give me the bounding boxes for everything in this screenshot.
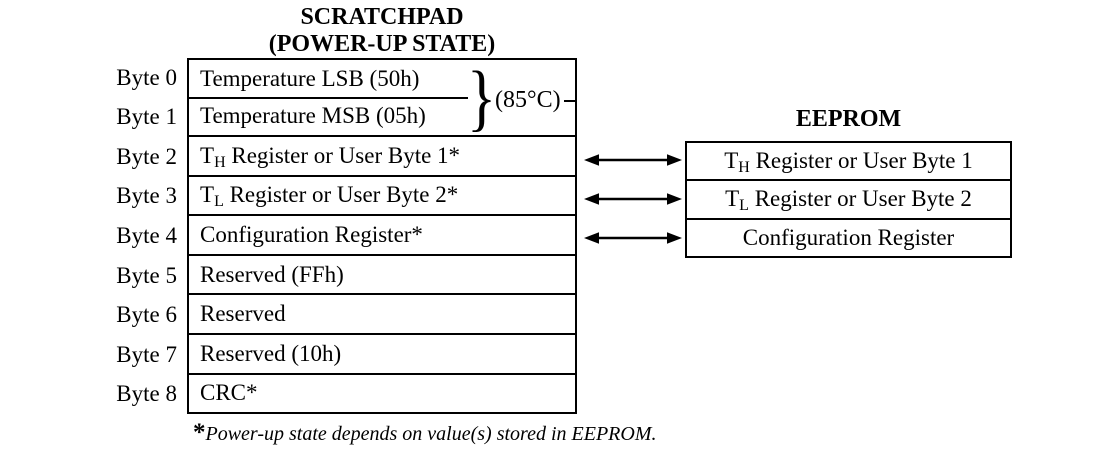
byte-label-6: Byte 6 xyxy=(116,302,177,328)
byte-label-4: Byte 4 xyxy=(116,223,177,249)
partial-row-divider xyxy=(187,96,468,99)
scratchpad-cell-label: Configuration Register* xyxy=(200,222,423,248)
byte-label-column: Byte 0 Byte 1 Byte 2 Byte 3 Byte 4 Byte … xyxy=(67,58,177,414)
temperature-value-annotation: (85°C) xyxy=(495,87,561,113)
footnote-asterisk: * xyxy=(193,419,206,446)
scratchpad-row-byte8: CRC* xyxy=(189,372,575,413)
bidirectional-arrow-config xyxy=(584,232,682,244)
eeprom-row-tl: TL Register or User Byte 2 xyxy=(687,179,1010,217)
scratchpad-row-byte1: Temperature MSB (05h) xyxy=(187,96,575,136)
byte-label-2: Byte 2 xyxy=(116,143,177,169)
scratchpad-cell-label: TL Register or User Byte 2* xyxy=(200,182,459,211)
scratchpad-title: SCRATCHPAD (POWER-UP STATE) xyxy=(187,4,577,58)
eeprom-title: EEPROM xyxy=(795,106,902,132)
byte-label-3: Byte 3 xyxy=(116,183,177,209)
byte-label-0: Byte 0 xyxy=(116,64,177,90)
eeprom-cell-label: Configuration Register xyxy=(742,224,955,250)
scratchpad-row-byte5: Reserved (FFh) xyxy=(189,253,575,294)
scratchpad-row-byte2: TH Register or User Byte 1* xyxy=(189,135,575,175)
scratchpad-title-line2: (POWER-UP STATE) xyxy=(268,31,496,57)
byte-label-5: Byte 5 xyxy=(116,262,177,288)
scratchpad-cell-label: CRC* xyxy=(200,380,258,406)
scratchpad-box: Temperature LSB (50h) Temperature MSB (0… xyxy=(187,57,577,414)
scratchpad-cell-label: TH Register or User Byte 1* xyxy=(200,142,461,171)
scratchpad-cell-label: Temperature MSB (05h) xyxy=(200,103,426,129)
bidirectional-arrow-tl xyxy=(584,193,682,205)
footnote-text: Power-up state depends on value(s) store… xyxy=(205,423,657,445)
scratchpad-cell-label: Reserved (FFh) xyxy=(200,261,344,287)
scratchpad-cell-label: Temperature LSB (50h) xyxy=(200,65,420,91)
scratchpad-row-byte4: Configuration Register* xyxy=(189,214,575,254)
scratchpad-title-line1: SCRATCHPAD xyxy=(300,4,464,30)
eeprom-cell-label: TL Register or User Byte 2 xyxy=(725,186,972,215)
scratchpad-cell-label: Reserved xyxy=(200,301,286,327)
scratchpad-cell-label: Reserved (10h) xyxy=(200,340,342,366)
scratchpad-row-byte3: TL Register or User Byte 2* xyxy=(189,174,575,215)
eeprom-row-th: TH Register or User Byte 1 xyxy=(687,143,1010,179)
scratchpad-row-byte6: Reserved xyxy=(189,293,575,333)
eeprom-box: TH Register or User Byte 1 TL Register o… xyxy=(685,141,1012,258)
footnote: *Power-up state depends on value(s) stor… xyxy=(193,419,657,447)
bidirectional-arrow-th xyxy=(584,154,682,166)
scratchpad-row-byte7: Reserved (10h) xyxy=(189,332,575,373)
eeprom-cell-label: TH Register or User Byte 1 xyxy=(724,148,973,177)
byte-label-7: Byte 7 xyxy=(116,341,177,367)
scratchpad-row-byte0: Temperature LSB (50h) xyxy=(189,60,575,98)
byte-label-8: Byte 8 xyxy=(116,381,177,407)
byte-label-1: Byte 1 xyxy=(116,104,177,130)
annotation-tie-line xyxy=(564,100,576,102)
eeprom-row-config: Configuration Register xyxy=(687,217,1010,256)
